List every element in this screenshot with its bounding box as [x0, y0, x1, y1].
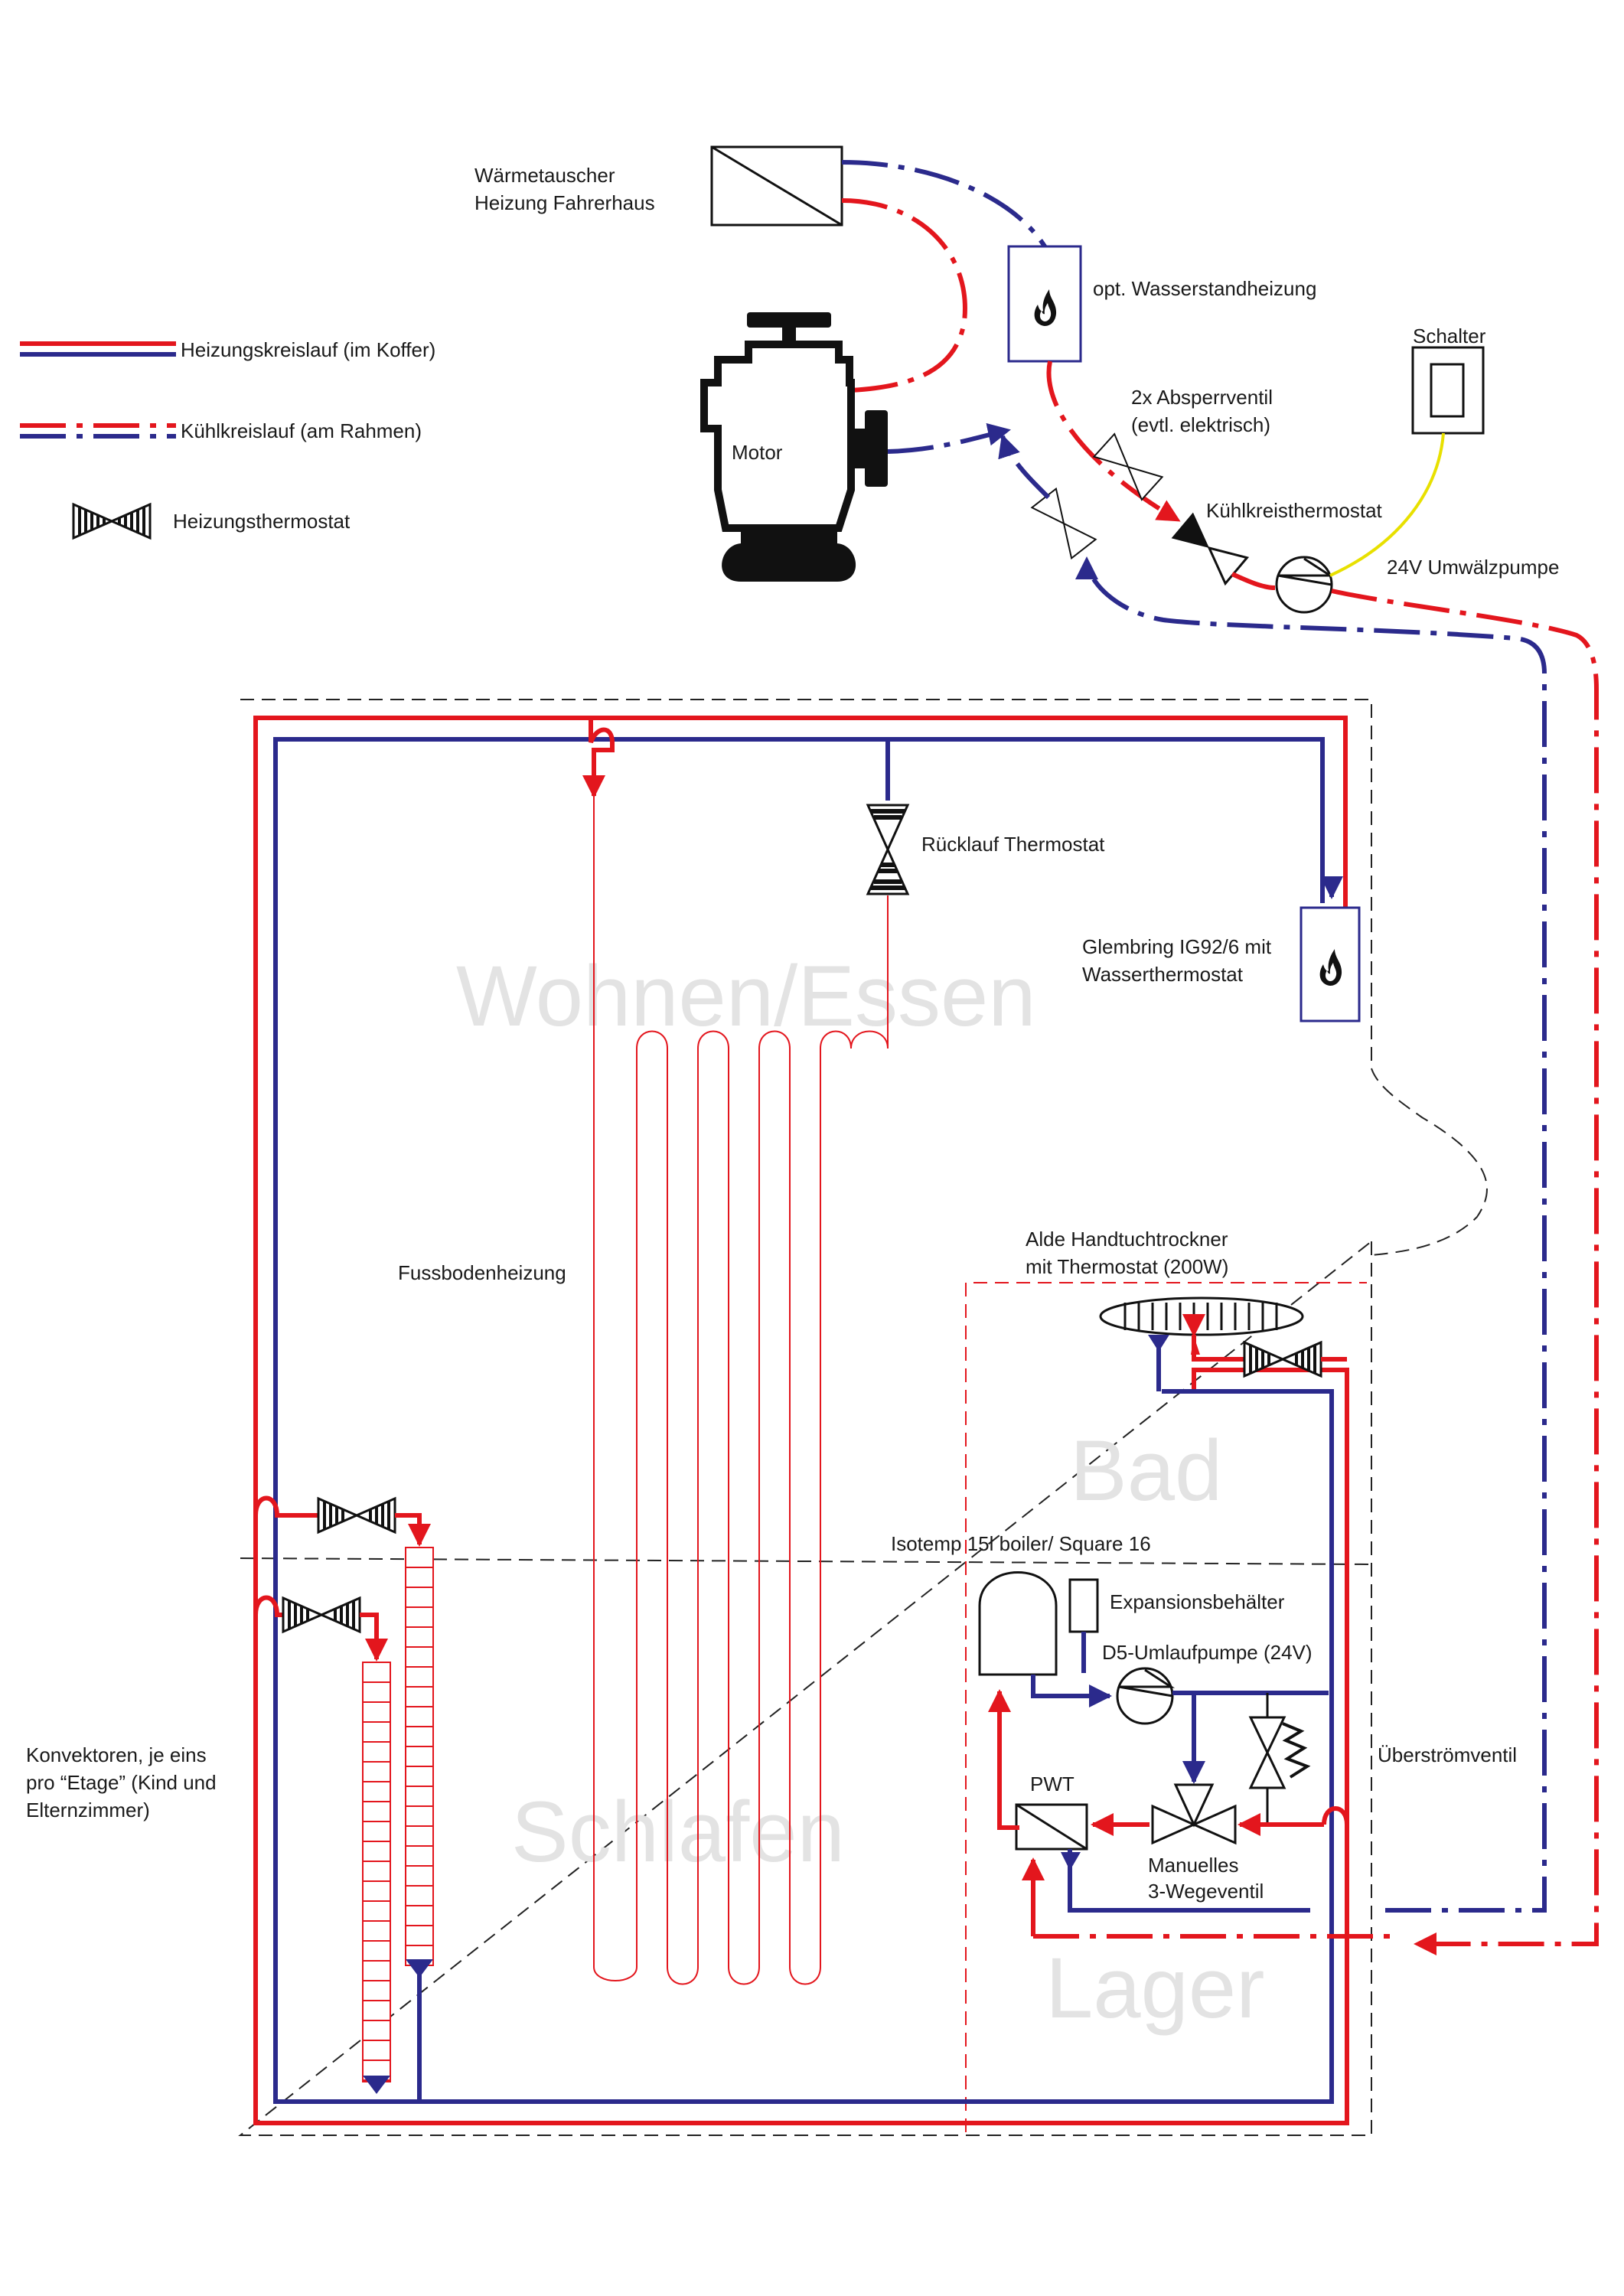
return-shutoff-valve-icon: [1030, 487, 1097, 560]
legend-heating-circuit: Heizungskreislauf (im Koffer): [181, 338, 435, 361]
convectors-label-1: Konvektoren, je eins: [26, 1743, 207, 1766]
floor-heating-label: Fussbodenheizung: [398, 1261, 566, 1284]
legend-thermostat-icon: [72, 502, 152, 540]
boiler-label: Isotemp 15l boiler/ Square 16: [891, 1532, 1151, 1555]
shutoff-valve-icon: [1092, 432, 1164, 501]
room-bath: Bad: [1070, 1423, 1222, 1518]
d5-pump-label: D5-Umlaufpumpe (24V): [1102, 1641, 1313, 1664]
expansion-tank: [1068, 1578, 1099, 1633]
circulation-pump-icon: [1275, 556, 1333, 614]
room-sleeping: Schlafen: [511, 1784, 845, 1880]
expansion-tank-label: Expansionsbehälter: [1110, 1590, 1285, 1613]
convectors-label-3: Elternzimmer): [26, 1799, 150, 1821]
convector-lower: [362, 1662, 391, 2082]
three-way-valve-icon: [1151, 1783, 1237, 1845]
heating-circuit: Fussbodenheizung Rücklauf Thermostat Gle…: [253, 716, 1361, 2125]
overflow-valve-icon: [1248, 1716, 1286, 1789]
shutoff-label-2: (evtl. elektrisch): [1131, 413, 1270, 436]
three-way-valve-label-1: Manuelles: [1148, 1854, 1239, 1877]
convector-upper: [405, 1547, 434, 1966]
overflow-valve-label: Überströmventil: [1378, 1743, 1517, 1766]
convectors: Konvektoren, je eins pro “Etage” (Kind u…: [26, 1495, 434, 2102]
cooling-circuit: Wärmetauscher Heizung Fahrerhaus Motor o…: [474, 145, 1599, 1955]
boiler-tank: [978, 1571, 1058, 1676]
towel-dryer-label-2: mit Thermostat (200W): [1026, 1255, 1228, 1278]
towel-dryer: Alde Handtuchtrockner mit Thermostat (20…: [1026, 1228, 1347, 1391]
legend-cooling-circuit: Kühlkreislauf (am Rahmen): [181, 419, 422, 442]
room-storage: Lager: [1045, 1940, 1264, 2036]
glembring-label-1: Glembring IG92/6 mit: [1082, 935, 1272, 958]
heat-exchanger-label-1: Wärmetauscher: [474, 164, 615, 187]
water-heater-label: opt. Wasserstandheizung: [1093, 277, 1316, 300]
pump-24v-label: 24V Umwälzpumpe: [1387, 556, 1559, 579]
return-thermostat-icon: [866, 804, 910, 895]
d5-pump-icon: [1116, 1667, 1176, 1725]
convector-thermostat-lower-icon: [282, 1596, 361, 1634]
towel-dryer-thermostat-icon: [1243, 1340, 1322, 1378]
room-living: Wohnen/Essen: [456, 948, 1036, 1044]
control-wire: [1329, 432, 1445, 577]
towel-dryer-label-1: Alde Handtuchtrockner: [1026, 1228, 1228, 1251]
plate-exchanger-label: PWT: [1030, 1773, 1075, 1795]
switch-label: Schalter: [1413, 325, 1486, 347]
floor-heating-coil: [593, 796, 889, 1985]
boiler-system: Isotemp 15l boiler/ Square 16 Expansions…: [891, 1532, 1517, 1939]
engine-icon: [700, 312, 888, 582]
cooling-thermostat-icon: [1171, 512, 1250, 586]
convector-thermostat-upper-icon: [317, 1496, 396, 1534]
habitat-box: [238, 699, 1488, 2136]
glembring-label-2: Wasserthermostat: [1082, 963, 1244, 986]
convectors-label-2: pro “Etage” (Kind und: [26, 1771, 217, 1794]
return-thermostat-label: Rücklauf Thermostat: [921, 833, 1105, 856]
heat-exchanger-label-2: Heizung Fahrerhaus: [474, 191, 655, 214]
legend: Heizungskreislauf (im Koffer) Kühlkreisl…: [20, 338, 435, 540]
engine-label: Motor: [732, 441, 783, 464]
legend-heating-thermostat: Heizungsthermostat: [173, 510, 351, 533]
cooling-thermostat-label: Kühlkreisthermostat: [1206, 499, 1383, 522]
shutoff-label-1: 2x Absperrventil: [1131, 386, 1273, 409]
three-way-valve-label-2: 3-Wegeventil: [1148, 1880, 1264, 1903]
